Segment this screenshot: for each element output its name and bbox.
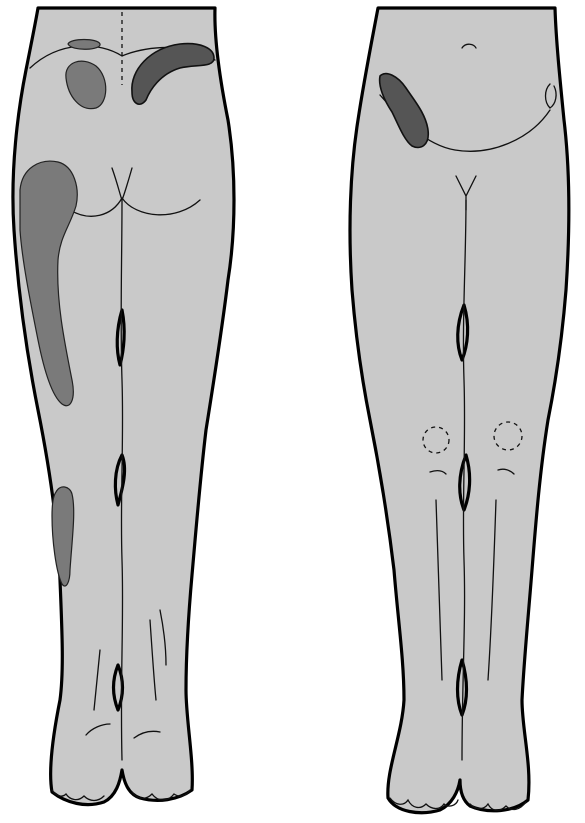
posterior-view bbox=[13, 8, 234, 805]
pain-area-lateral-calf bbox=[52, 487, 74, 586]
pain-area-sacral-band bbox=[68, 40, 100, 50]
anterior-view bbox=[350, 8, 569, 813]
